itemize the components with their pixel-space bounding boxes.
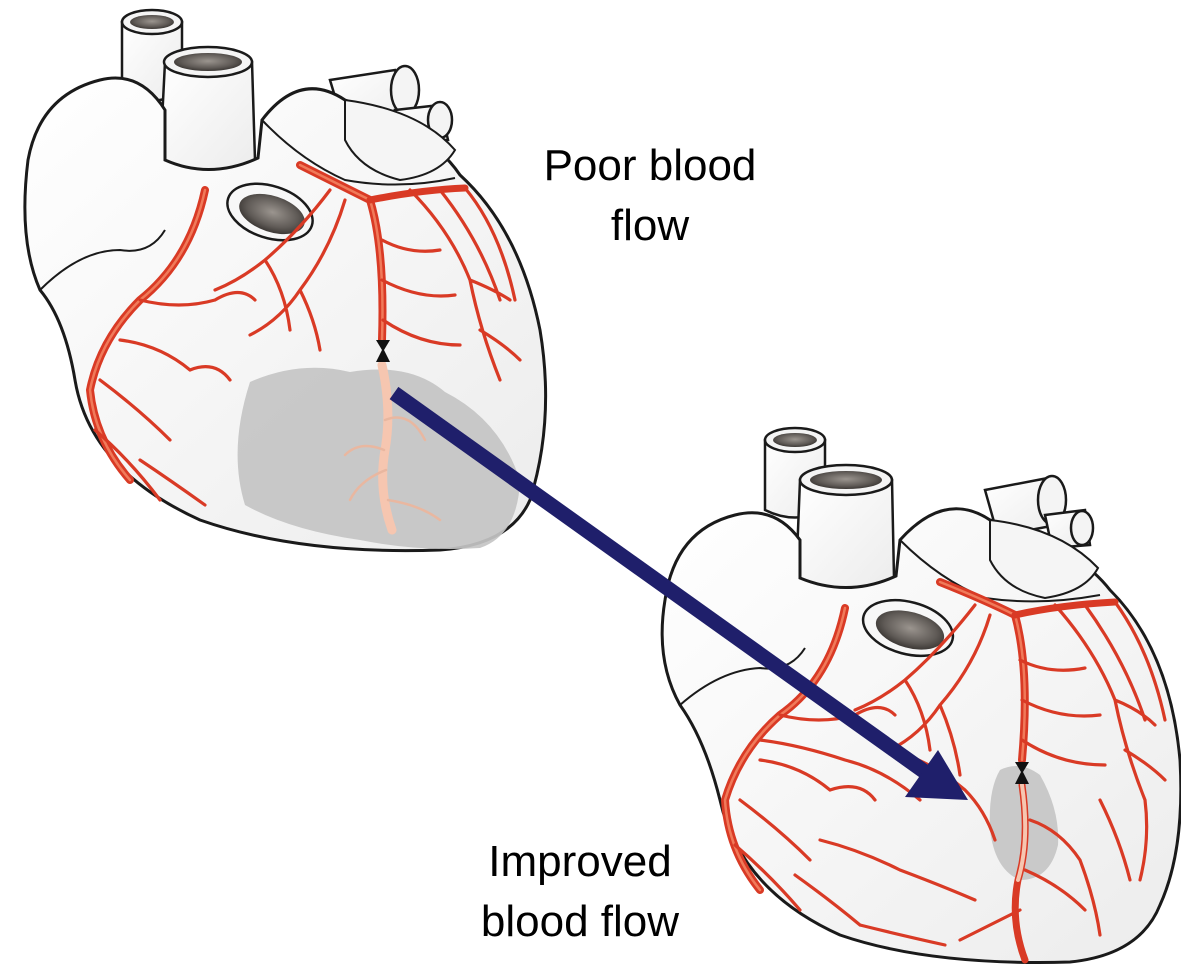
- improved-blood-flow-line-1: Improved: [440, 832, 720, 892]
- poor-blood-flow-label: Poor blood flow: [520, 136, 780, 256]
- poor-blood-flow-line-2: flow: [520, 196, 780, 256]
- improved-blood-flow-line-2: blood flow: [440, 892, 720, 952]
- heart-poor-blood-flow: [25, 10, 546, 551]
- improved-blood-flow-label: Improved blood flow: [440, 832, 720, 952]
- heart-improved-blood-flow: [662, 428, 1181, 962]
- poor-blood-flow-line-1: Poor blood: [520, 136, 780, 196]
- pulmonary-trunk-vessel: [160, 47, 255, 173]
- pulmonary-trunk-vessel: [796, 465, 894, 590]
- heart-body: [662, 509, 1181, 963]
